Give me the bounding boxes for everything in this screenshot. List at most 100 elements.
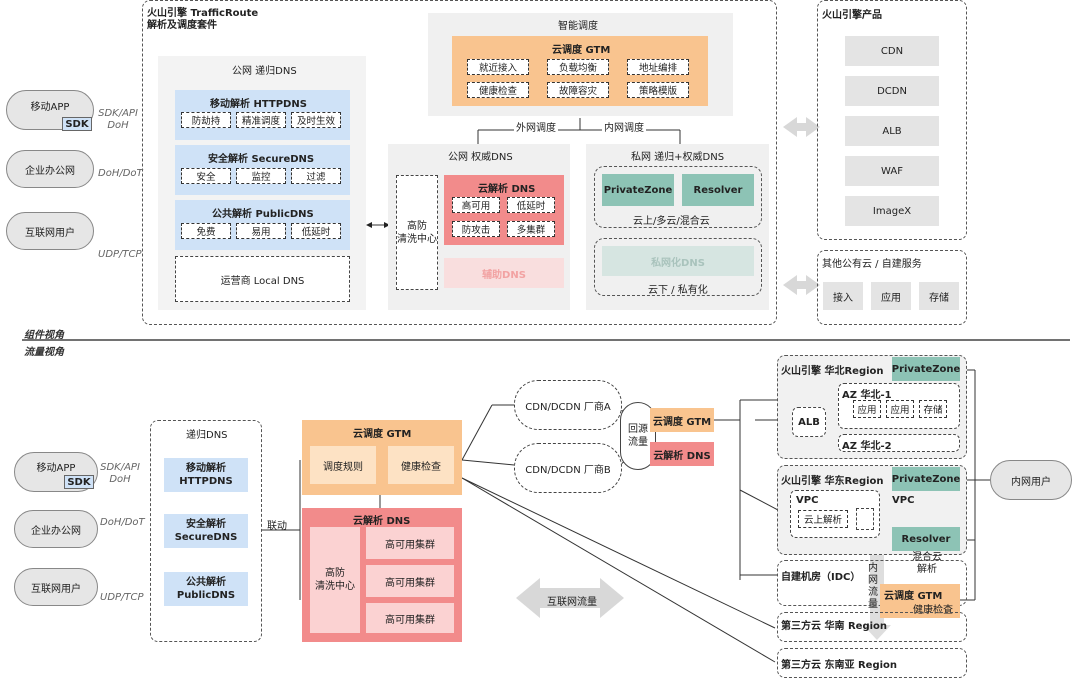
az-north-2 xyxy=(838,434,960,452)
intranet-flow-label: 内 网 流 量 xyxy=(868,563,878,610)
tag: 安全 xyxy=(181,168,231,184)
ddos-center: 高防 清洗中心 xyxy=(310,527,360,633)
cloud-enterprise: 企业办公网 xyxy=(6,150,94,188)
cluster-box: 高可用集群 xyxy=(366,603,454,633)
recursive-dns-panel xyxy=(150,420,262,642)
offcloud-label: 云下 / 私有化 xyxy=(648,285,708,296)
cdn-a: CDN/DCDN 厂商A xyxy=(514,380,622,430)
internet-flow-label: 互联网流量 xyxy=(547,597,597,608)
products-panel xyxy=(817,0,967,240)
vpc-title: VPC xyxy=(796,495,819,506)
local-dns-box: 运营商 Local DNS xyxy=(175,256,350,302)
product-item: ALB xyxy=(845,116,939,146)
client-name: 移动APP xyxy=(36,462,76,474)
gtm-small: 云调度 GTM xyxy=(650,408,714,432)
other-item: 接入 xyxy=(823,282,863,310)
cdn-b: CDN/DCDN 厂商B xyxy=(514,443,622,493)
ddos-center: 高防 清洗中心 xyxy=(396,175,438,290)
tag: 高可用 xyxy=(452,197,500,213)
vpc-item xyxy=(856,508,874,530)
tag: 地址编排 xyxy=(627,59,689,75)
tag: 故障容灾 xyxy=(547,82,609,98)
scheduling-title: 智能调度 xyxy=(558,21,598,32)
traffic-route-suite xyxy=(142,0,777,325)
third-south-title: 第三方云 华南 Region xyxy=(781,621,888,632)
tag: 低延时 xyxy=(291,223,341,239)
health-label: 健康检查 xyxy=(913,605,953,616)
az-title: AZ 华北-1 xyxy=(842,390,892,401)
hybrid-label: 混合云 解析 xyxy=(912,552,942,575)
resolver-box: Resolver xyxy=(682,174,754,206)
clouddns-title: 云解析 DNS xyxy=(353,516,411,527)
product-item: CDN xyxy=(845,36,939,66)
aux-dns-box: 辅助DNS xyxy=(444,258,564,288)
cluster-box: 高可用集群 xyxy=(366,565,454,597)
securedns-title: 安全解析 SecureDNS xyxy=(208,154,315,165)
alb-box: ALB xyxy=(792,407,826,437)
gtm-item: 调度规则 xyxy=(310,446,376,484)
internal-scheduling-label: 内网调度 xyxy=(602,119,646,134)
products-title: 火山引擎产品 xyxy=(822,10,882,21)
az-item: 存储 xyxy=(919,400,947,418)
publicdns-title: 公共解析 PublicDNS xyxy=(212,209,314,220)
vpc-title: VPC xyxy=(892,495,915,506)
private-dns-title: 私网 递归+权威DNS xyxy=(631,152,725,163)
tag: 防攻击 xyxy=(452,221,500,237)
external-scheduling-label: 外网调度 xyxy=(514,119,558,134)
proto-label: UDP/TCP xyxy=(100,592,144,603)
clouddns-small: 云解析 DNS xyxy=(650,442,714,466)
proto-label: DoH/DoT xyxy=(100,517,145,528)
tag: 低延时 xyxy=(507,197,555,213)
gtm-item: 健康检查 xyxy=(388,446,454,484)
third-sea xyxy=(777,648,967,678)
cloud-label: 云上/多云/混合云 xyxy=(633,216,710,227)
others-title: 其他公有云 / 自建服务 xyxy=(822,259,922,270)
product-item: WAF xyxy=(845,156,939,186)
az-item: 应用 xyxy=(886,400,914,418)
recursive-dns-title: 递归DNS xyxy=(186,430,228,441)
third-south xyxy=(777,612,967,642)
authoritative-title: 公网 权威DNS xyxy=(448,152,513,163)
link-label: 联动 xyxy=(267,521,287,532)
tag: 负载均衡 xyxy=(547,59,609,75)
tag: 易用 xyxy=(236,223,286,239)
cloud-enterprise: 企业办公网 xyxy=(14,510,98,548)
others-panel xyxy=(817,250,967,325)
sdk-badge: SDK xyxy=(62,117,92,131)
securedns-box: 安全解析 SecureDNS xyxy=(164,514,248,548)
tag: 健康检查 xyxy=(467,82,529,98)
tag: 监控 xyxy=(236,168,286,184)
client-name: 移动APP xyxy=(30,101,70,113)
private-dns-box: 私网化DNS xyxy=(602,246,754,276)
resolver-box: Resolver xyxy=(892,527,960,551)
az-title: AZ 华北-2 xyxy=(842,441,892,452)
publicdns-box: 公共解析 PublicDNS xyxy=(164,572,248,606)
gtm-title: 云调度 GTM xyxy=(552,45,611,56)
tag: 就近接入 xyxy=(467,59,529,75)
recursive-dns-title: 公网 递归DNS xyxy=(232,66,297,77)
product-item: ImageX xyxy=(845,196,939,226)
idc-title: 自建机房（IDC） xyxy=(781,572,861,583)
tag: 防劫持 xyxy=(181,112,231,128)
privatezone-box: PrivateZone xyxy=(602,174,674,206)
other-item: 存储 xyxy=(919,282,959,310)
privatezone-box: PrivateZone xyxy=(892,357,960,381)
cloud-intranet-users: 内网用户 xyxy=(990,460,1072,500)
offcloud-group xyxy=(594,238,762,296)
cloud-internet-users: 互联网用户 xyxy=(6,212,94,250)
clouddns-title: 云解析 DNS xyxy=(478,184,536,195)
traffic-view-label: 流量视角 xyxy=(24,347,64,358)
third-sea-title: 第三方云 东南亚 Region xyxy=(781,660,898,671)
proto-label: DoH/DoT xyxy=(98,168,143,179)
tag: 多集群 xyxy=(507,221,555,237)
cloud-internet-users: 互联网用户 xyxy=(14,568,98,606)
north-region-title: 火山引擎 华北Region xyxy=(781,366,884,377)
east-region-title: 火山引擎 华东Region xyxy=(781,476,884,487)
brand-subtitle: 解析及调度套件 xyxy=(147,20,217,31)
cloud-group xyxy=(594,166,762,228)
other-item: 应用 xyxy=(871,282,911,310)
proto-label: SDK/API DoH xyxy=(98,108,138,131)
gtm-idc-title: 云调度 GTM xyxy=(884,591,943,602)
brand-title: 火山引擎 TrafficRoute xyxy=(147,8,259,19)
httpdns-box: 移动解析 HTTPDNS xyxy=(164,458,248,492)
